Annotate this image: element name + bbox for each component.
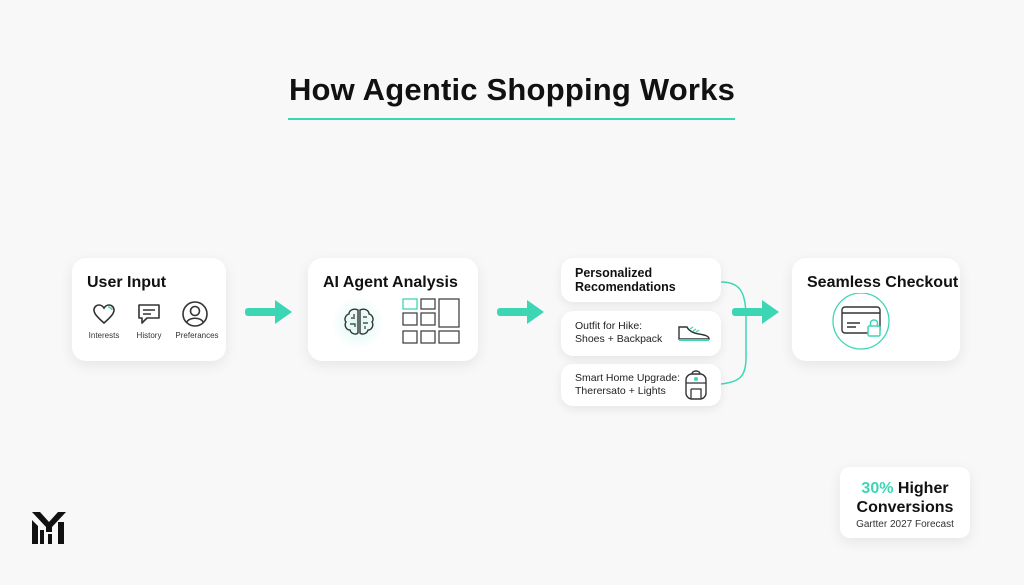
stat-text1: Higher bbox=[893, 480, 949, 497]
ai-analysis-card: AI Agent Analysis bbox=[308, 258, 478, 361]
preferences-label: Preferances bbox=[175, 331, 219, 340]
stat-text2: Conversions bbox=[856, 499, 954, 516]
backpack-icon bbox=[685, 370, 707, 400]
recommendations-title-line1: Personalized bbox=[575, 266, 653, 280]
stat-card: 30% Higher Conversions Gartter 2027 Fore… bbox=[840, 467, 970, 538]
brain-icon bbox=[344, 308, 374, 335]
recommendation-line2: Therersato + Lights bbox=[575, 385, 666, 397]
recommendation-text: Outfit for Hike: Shoes + Backpack bbox=[575, 320, 662, 346]
user-input-title: User Input bbox=[87, 274, 167, 291]
stat-highlight: 30% bbox=[861, 480, 894, 497]
stat-source: Gartter 2027 Forecast bbox=[856, 519, 954, 530]
user-profile-icon bbox=[182, 301, 208, 327]
recommendation-item[interactable]: Smart Home Upgrade: Therersato + Lights bbox=[561, 364, 721, 406]
arrow-right-icon bbox=[245, 300, 292, 324]
brand-logo bbox=[32, 512, 66, 544]
interests-label: Interests bbox=[88, 331, 120, 340]
recommendations-title: Personalized Recomendations bbox=[575, 266, 676, 294]
heart-icon bbox=[93, 304, 115, 325]
arrow-right-icon bbox=[497, 300, 544, 324]
page-title: How Agentic Shopping Works bbox=[288, 72, 736, 107]
checkout-card: Seamless Checkout bbox=[792, 258, 960, 361]
recommendation-item[interactable]: Outfit for Hike: Shoes + Backpack bbox=[561, 311, 721, 356]
history-label: History bbox=[136, 331, 162, 340]
recommendations-title-line2: Recomendations bbox=[575, 280, 676, 294]
user-input-card: User Input Interests History Preferances bbox=[72, 258, 226, 361]
shoe-icon bbox=[678, 326, 710, 341]
checkout-title: Seamless Checkout bbox=[807, 274, 959, 291]
recommendation-line1: Outfit for Hike: bbox=[575, 320, 643, 332]
recommendation-line2: Shoes + Backpack bbox=[575, 333, 663, 345]
chat-history-icon bbox=[138, 304, 160, 324]
dashboard-grid-icon bbox=[402, 298, 460, 344]
arrow-right-icon bbox=[732, 300, 779, 324]
recommendations-header-card: Personalized Recomendations bbox=[561, 258, 721, 302]
bracket-connector bbox=[720, 281, 747, 385]
ai-analysis-title: AI Agent Analysis bbox=[323, 274, 458, 291]
recommendation-line1: Smart Home Upgrade: bbox=[575, 372, 681, 384]
recommendation-text: Smart Home Upgrade: Therersato + Lights bbox=[575, 372, 680, 398]
secure-card-icon bbox=[832, 293, 890, 350]
title-underline bbox=[288, 118, 735, 120]
stat-headline: 30% Higher Conversions bbox=[840, 479, 970, 517]
